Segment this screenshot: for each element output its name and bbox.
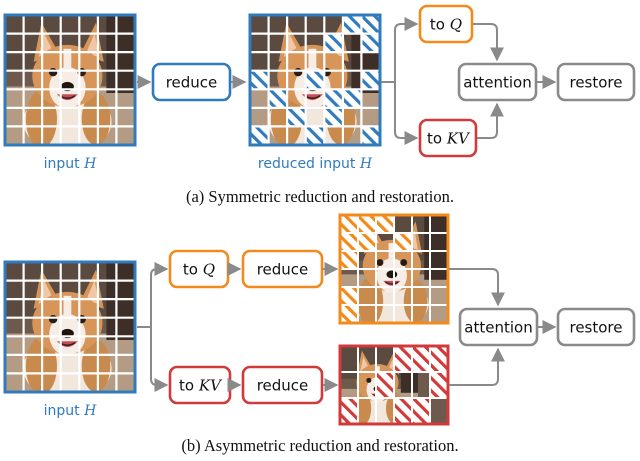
panel-a-caption: (a) Symmetric reduction and restoration. (186, 187, 454, 206)
panel-b-input-label: input H (44, 403, 97, 419)
panel-b-input-image (3, 260, 137, 394)
panel-b-restore-box: restore (556, 307, 636, 347)
panel-a-attention-box: attention (457, 62, 538, 102)
arrow (449, 268, 505, 307)
arrow (381, 17, 419, 83)
panel-a-input-image (3, 13, 137, 147)
panel-a-reduce-box: reduce (151, 62, 232, 102)
svg-text:reduce: reduce (257, 261, 309, 279)
svg-text:to Q: to Q (183, 261, 215, 279)
svg-text:to KV: to KV (179, 377, 223, 395)
arrow (477, 102, 504, 139)
panel-b-reduced-q-image (338, 213, 450, 325)
arrow (394, 82, 419, 145)
panel-b-caption: (b) Asymmetric reduction and restoration… (181, 436, 458, 455)
svg-text:reduce: reduce (257, 377, 309, 395)
arrow (150, 327, 169, 392)
panel-b-reduce-kv-box: reduce (241, 365, 324, 405)
arrow (473, 23, 504, 62)
panel-a-reduced-input-image (248, 13, 382, 147)
panel-b-to-q-box: to Q (168, 249, 230, 289)
svg-text:attention: attention (463, 74, 531, 92)
svg-text:reduce: reduce (166, 74, 218, 92)
panel-a-input-label: input H (44, 156, 97, 172)
svg-text:restore: restore (569, 74, 622, 92)
panel-a-reduced-label: reduced input H (258, 156, 373, 172)
arrow (137, 262, 169, 328)
panel-a-restore-box: restore (556, 62, 636, 102)
svg-text:restore: restore (569, 319, 622, 337)
panel-b-to-kv-box: to KV (168, 365, 232, 405)
panel-b-attention-box: attention (458, 307, 539, 347)
svg-text:attention: attention (464, 319, 532, 337)
panel-a-to-q-box: to Q (418, 4, 474, 44)
panel-a-to-kv-box: to KV (418, 118, 478, 158)
panel-b-reduced-kv-image (338, 344, 450, 426)
panel-b-reduce-q-box: reduce (241, 249, 324, 289)
arrow (449, 347, 505, 386)
svg-text:to Q: to Q (430, 16, 462, 34)
svg-text:to KV: to KV (427, 130, 471, 148)
